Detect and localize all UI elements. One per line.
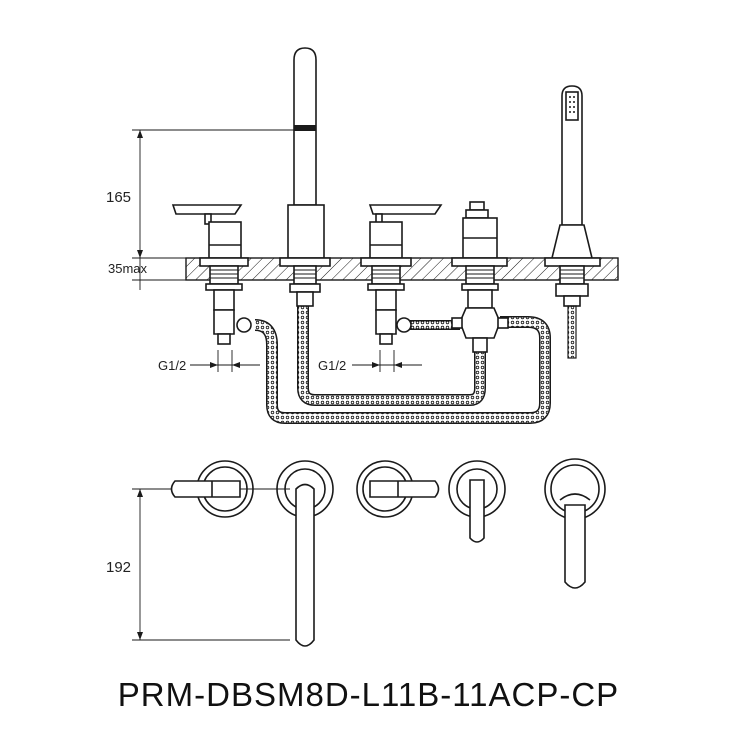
dimension-165: 165	[106, 129, 300, 258]
dimension-192: 192	[106, 488, 290, 641]
braided-hoses	[254, 300, 551, 424]
dimension-g12-right: G1/2	[318, 350, 422, 373]
spout-plan	[276, 460, 334, 647]
dimension-g12-right-label: G1/2	[318, 358, 346, 373]
model-code: PRM-DBSM8D-L11B-11ACP-CP	[117, 676, 620, 713]
spout-elevation	[279, 47, 331, 307]
dimension-35max: 35max	[108, 250, 186, 290]
dimension-165-label: 165	[106, 189, 131, 206]
right-valve-elevation	[360, 204, 443, 345]
left-valve-elevation	[171, 204, 252, 345]
plan-view: 192	[106, 458, 606, 647]
dimension-g12-left: G1/2	[158, 350, 260, 373]
hand-shower-elevation	[544, 85, 601, 359]
diverter-plan	[448, 460, 506, 543]
hand-shower-plan	[544, 458, 606, 589]
dimension-192-label: 192	[106, 559, 131, 576]
dimension-g12-left-label: G1/2	[158, 358, 186, 373]
elevation-view: 165 35max	[106, 47, 619, 424]
left-valve-plan	[170, 460, 254, 518]
right-valve-plan	[356, 460, 440, 518]
dimension-35max-label: 35max	[108, 261, 148, 276]
diverter-elevation	[451, 201, 509, 353]
